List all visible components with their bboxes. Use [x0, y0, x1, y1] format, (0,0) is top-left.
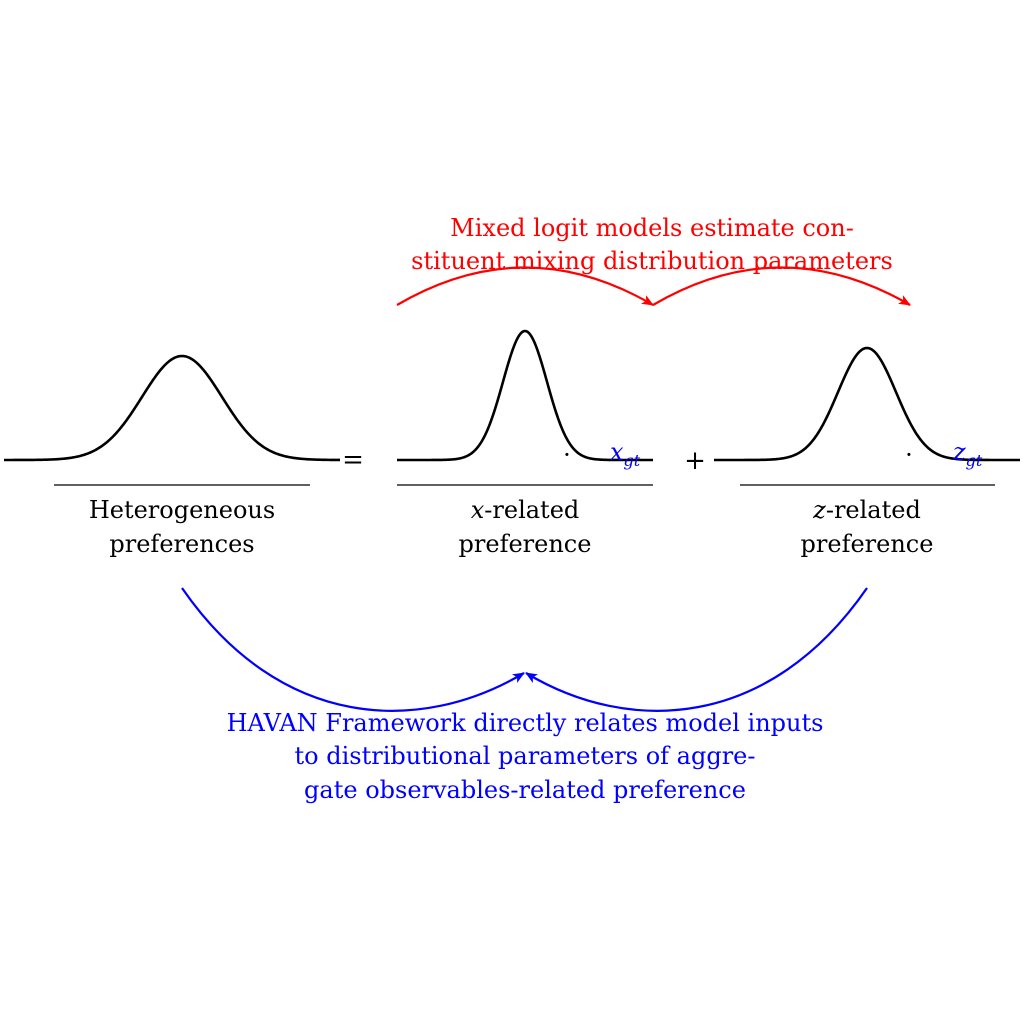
- x-gt-input-label: xgt: [610, 438, 641, 470]
- x-var: x: [471, 496, 485, 524]
- x-input-var: x: [610, 438, 624, 466]
- blue-arrow-left: [181, 587, 525, 712]
- red-arrow-left: [396, 266, 654, 306]
- x-related-preference-curve: [397, 329, 653, 462]
- z-input-var: z: [952, 438, 966, 466]
- bottom-annotation-line-1: HAVAN Framework directly relates model i…: [227, 709, 824, 737]
- z-var: z: [812, 496, 826, 524]
- z-related-label-line-2: preference: [801, 530, 934, 558]
- z-related-rest: -related: [826, 496, 921, 524]
- z-related-label-line-1: z-related: [812, 496, 921, 524]
- red-arrow-right: [652, 266, 911, 306]
- blue-arrow-right: [525, 587, 868, 712]
- bottom-annotation-line-3: gate observables-related preference: [304, 776, 746, 804]
- z-related-preference-curve: [714, 346, 1020, 462]
- bottom-annotation-line-2: to distributional parameters of aggre-: [295, 742, 756, 770]
- z-multiply-dot: ·: [905, 441, 913, 469]
- x-related-rest: -related: [484, 496, 579, 524]
- z-gt-input-label: zgt: [952, 438, 983, 470]
- x-related-label-line-1: x-related: [471, 496, 580, 524]
- heterogeneous-label-line-1: Heterogeneous: [89, 496, 275, 524]
- equals-sign: =: [342, 445, 364, 475]
- z-input-subscript: gt: [966, 451, 983, 470]
- x-multiply-dot: ·: [563, 441, 571, 469]
- top-annotation-line-1: Mixed logit models estimate con-: [450, 214, 854, 242]
- x-input-subscript: gt: [624, 451, 641, 470]
- heterogeneous-preference-curve: [4, 354, 341, 462]
- plus-sign: +: [684, 446, 706, 476]
- x-related-label-line-2: preference: [459, 530, 592, 558]
- heterogeneous-label-line-2: preferences: [109, 530, 254, 558]
